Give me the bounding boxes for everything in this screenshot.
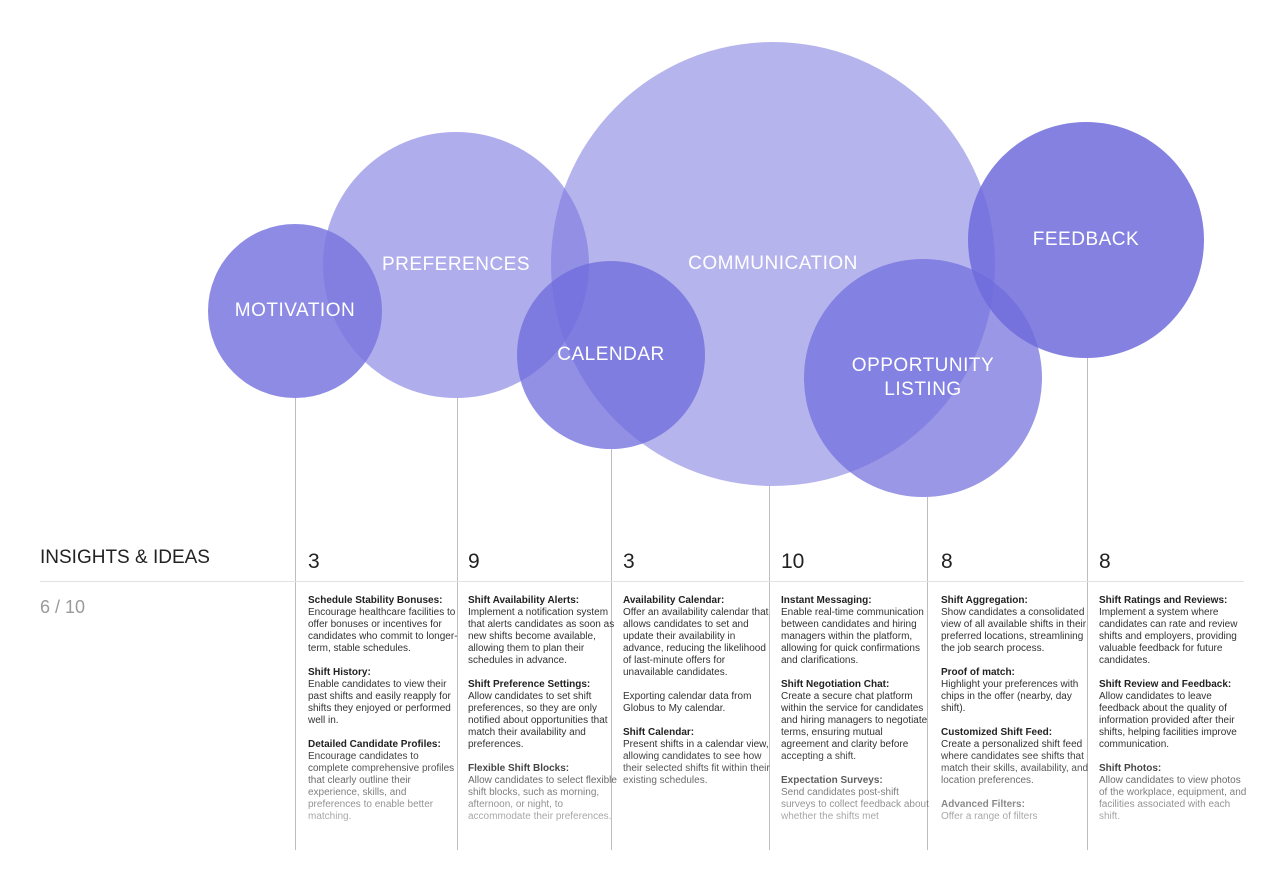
- idea-title: Flexible Shift Blocks:: [468, 763, 570, 774]
- circle-feedback: FEEDBACK: [968, 122, 1204, 358]
- idea-text: Encourage candidates to complete compreh…: [308, 751, 455, 822]
- connector-line: [1087, 358, 1088, 850]
- idea-item: Shift Aggregation:Show candidates a cons…: [941, 595, 1091, 655]
- idea-text: Send candidates post-shift surveys to co…: [781, 787, 929, 822]
- idea-title: Shift Availability Alerts:: [468, 595, 580, 606]
- insight-count: 3: [623, 550, 635, 573]
- idea-text: Allow candidates to select flexible shif…: [468, 775, 617, 822]
- idea-text: Offer an availability calendar that allo…: [623, 607, 769, 678]
- ideas-column: Shift Availability Alerts:Implement a no…: [468, 595, 618, 850]
- idea-text: Allow candidates to view photos of the w…: [1099, 775, 1247, 822]
- section-title: INSIGHTS & IDEAS: [40, 547, 210, 568]
- idea-title: Schedule Stability Bonuses:: [308, 595, 443, 606]
- idea-title: Proof of match:: [941, 667, 1015, 678]
- idea-text: Create a secure chat platform within the…: [781, 691, 928, 762]
- idea-title: Shift Ratings and Reviews:: [1099, 595, 1228, 606]
- idea-item: Instant Messaging:Enable real-time commu…: [781, 595, 931, 667]
- idea-title: Customized Shift Feed:: [941, 727, 1053, 738]
- idea-item: Proof of match:Highlight your preference…: [941, 667, 1091, 715]
- idea-text: Implement a system where candidates can …: [1099, 607, 1238, 666]
- idea-item: Expectation Surveys:Send candidates post…: [781, 775, 931, 823]
- idea-title: Shift Calendar:: [623, 727, 695, 738]
- circle-motivation: MOTIVATION: [208, 224, 382, 398]
- idea-title: Shift Aggregation:: [941, 595, 1028, 606]
- idea-text: Highlight your preferences with chips in…: [941, 679, 1079, 714]
- idea-item: Availability Calendar:Offer an availabil…: [623, 595, 773, 679]
- idea-text: Offer a range of filters: [941, 811, 1038, 822]
- idea-text: Allow candidates to leave feedback about…: [1099, 691, 1237, 750]
- idea-item: Shift Preference Settings:Allow candidat…: [468, 679, 618, 751]
- idea-title: Shift Photos:: [1099, 763, 1162, 774]
- idea-title: Shift Negotiation Chat:: [781, 679, 890, 690]
- idea-text: Implement a notification system that ale…: [468, 607, 615, 666]
- circle-label: PREFERENCES: [381, 254, 531, 275]
- idea-item: Flexible Shift Blocks:Allow candidates t…: [468, 763, 618, 823]
- progress-ratio: 6 / 10: [40, 597, 86, 617]
- circle-label: COMMUNICATION: [688, 253, 858, 274]
- connector-line: [295, 398, 296, 850]
- idea-title: Shift Preference Settings:: [468, 679, 591, 690]
- idea-text: Present shifts in a calendar view, allow…: [623, 739, 770, 786]
- idea-item: Shift Negotiation Chat:Create a secure c…: [781, 679, 931, 763]
- insight-count: 10: [781, 550, 805, 573]
- connector-line: [927, 497, 928, 850]
- idea-item: Shift Photos:Allow candidates to view ph…: [1099, 763, 1249, 823]
- idea-title: Shift Review and Feedback:: [1099, 679, 1232, 690]
- idea-text: Enable real-time communication between c…: [781, 607, 924, 666]
- connector-line: [769, 486, 770, 850]
- ideas-column: Schedule Stability Bonuses:Encourage hea…: [308, 595, 458, 850]
- ideas-column: Shift Ratings and Reviews:Implement a sy…: [1099, 595, 1249, 850]
- idea-item: Customized Shift Feed:Create a personali…: [941, 727, 1091, 787]
- idea-item: Advanced Filters:Offer a range of filter…: [941, 799, 1091, 823]
- connector-line: [611, 449, 612, 850]
- circle-label: CALENDAR: [557, 344, 665, 365]
- ideas-column: Instant Messaging:Enable real-time commu…: [781, 595, 931, 850]
- idea-item: Exporting calendar data from Globus to M…: [623, 691, 773, 715]
- insight-count: 3: [308, 550, 320, 573]
- idea-text: Create a personalized shift feed where c…: [941, 739, 1089, 786]
- circle-label: MOTIVATION: [234, 300, 356, 321]
- circle-calendar: CALENDAR: [517, 261, 705, 449]
- idea-text: Enable candidates to view their past shi…: [308, 679, 451, 726]
- idea-text: Encourage healthcare facilities to offer…: [308, 607, 458, 654]
- idea-item: Shift Ratings and Reviews:Implement a sy…: [1099, 595, 1249, 667]
- idea-item: Detailed Candidate Profiles:Encourage ca…: [308, 739, 458, 823]
- circle-label: OPPORTUNITY LISTING: [851, 355, 995, 400]
- idea-item: Shift History:Enable candidates to view …: [308, 667, 458, 727]
- idea-item: Schedule Stability Bonuses:Encourage hea…: [308, 595, 458, 655]
- idea-text: Show candidates a consolidated view of a…: [941, 607, 1087, 654]
- idea-title: Expectation Surveys:: [781, 775, 883, 786]
- insight-count: 9: [468, 550, 480, 573]
- idea-text: Allow candidates to set shift preference…: [468, 691, 608, 750]
- idea-title: Advanced Filters:: [941, 799, 1025, 810]
- insight-count: 8: [941, 550, 953, 573]
- ideas-column: Shift Aggregation:Show candidates a cons…: [941, 595, 1091, 850]
- idea-title: Availability Calendar:: [623, 595, 725, 606]
- idea-title: Shift History:: [308, 667, 371, 678]
- idea-item: Shift Availability Alerts:Implement a no…: [468, 595, 618, 667]
- insight-count: 8: [1099, 550, 1111, 573]
- ideas-column: Availability Calendar:Offer an availabil…: [623, 595, 773, 850]
- idea-item: Shift Calendar:Present shifts in a calen…: [623, 727, 773, 787]
- circle-label: FEEDBACK: [1032, 228, 1140, 250]
- idea-title: Detailed Candidate Profiles:: [308, 739, 441, 750]
- divider: [40, 581, 1244, 582]
- idea-title: Instant Messaging:: [781, 595, 872, 606]
- idea-item: Shift Review and Feedback:Allow candidat…: [1099, 679, 1249, 751]
- idea-text: Exporting calendar data from Globus to M…: [623, 691, 752, 714]
- connector-line: [457, 398, 458, 850]
